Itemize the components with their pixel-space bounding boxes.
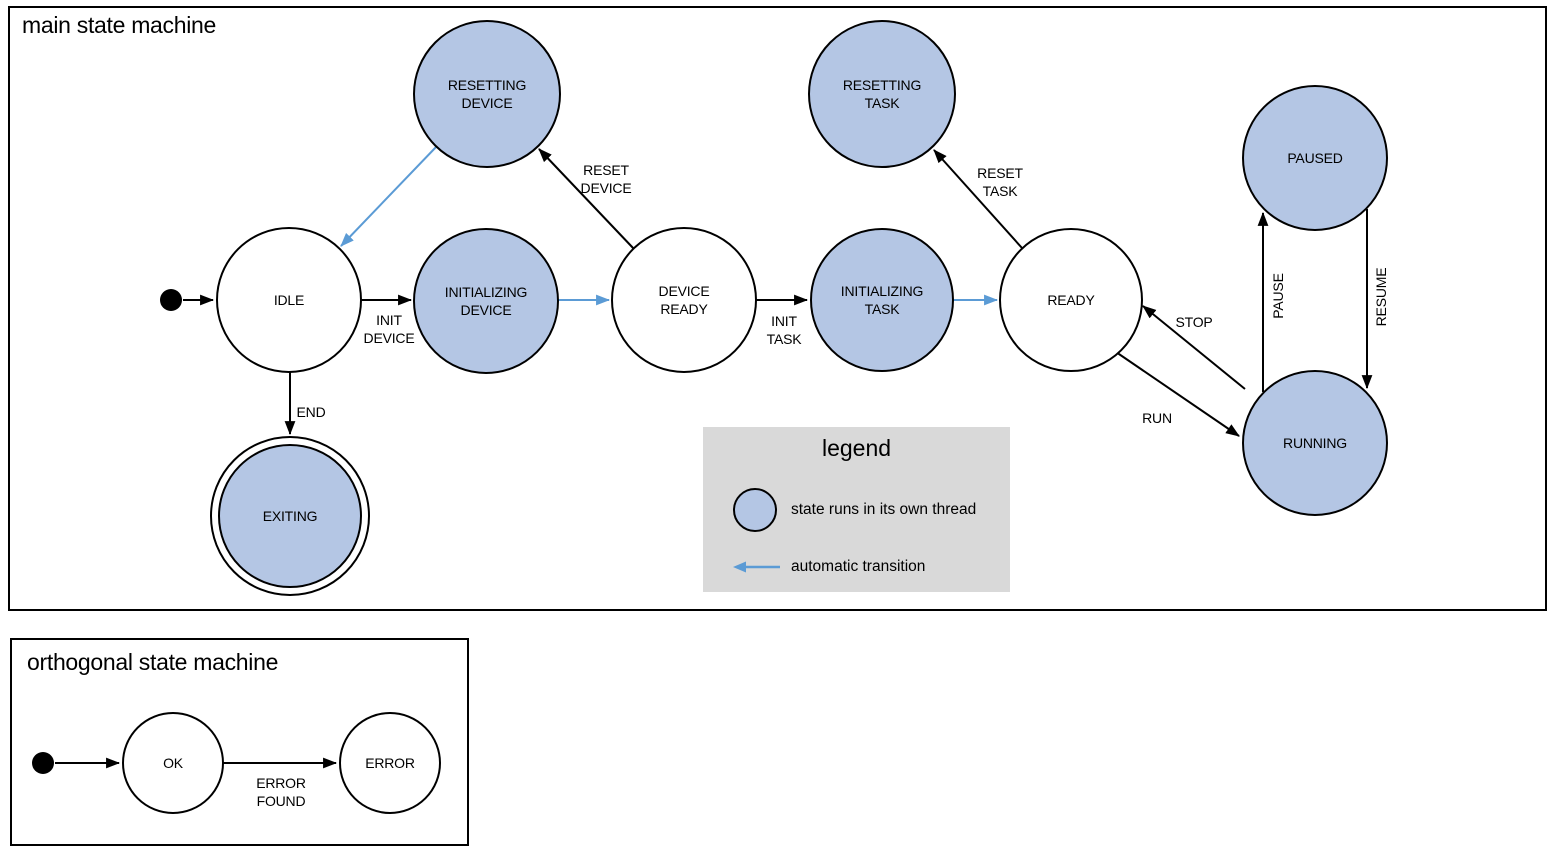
state-paused: PAUSED [1242,85,1388,231]
transition-arrow [1142,305,1246,390]
state-label-idle: IDLE [274,292,304,308]
state-label-error: ERROR [365,755,415,771]
state-label-ok: OK [163,755,184,771]
state-error: ERROR [339,712,441,814]
legend-panel: legend state runs in its own thread auto… [703,427,1010,592]
auto-transition-arrow-icon [733,561,780,573]
state-label-running: RUNNING [1283,435,1347,451]
transition-arrow [933,149,1023,249]
state-circle [339,712,441,814]
state-circle [413,228,559,374]
transition-arrow [1115,351,1240,437]
state-circle [216,227,362,373]
state-circle [810,228,954,372]
threaded-state-icon [733,488,777,532]
transition-pause: PAUSE [1257,211,1286,392]
state-circle [413,20,561,168]
legend-item-auto-transition: automatic transition [791,558,926,575]
transition-label-run: RUN [1142,410,1172,426]
transition-end: END [284,372,326,436]
state-ok: OK [122,712,224,814]
state-circle [1242,85,1388,231]
state-idle: IDLE [216,227,362,373]
transition-label-end: END [297,404,326,420]
state-label-ready: READY [1047,292,1095,308]
state-circle [999,228,1143,372]
legend-item-threaded-state: state runs in its own thread [791,501,977,518]
transition-auto-to-idle [340,145,438,247]
state-circle [122,712,224,814]
orthogonal-state-machine-title: orthogonal state machine [27,649,279,675]
transition-run: RUN [1115,351,1240,437]
main-state-machine-title: main state machine [22,12,217,38]
transition-label-resume: RESUME [1373,268,1389,327]
transition-stop: STOP [1142,305,1246,390]
legend-title: legend [821,435,892,461]
transition-label-stop: STOP [1175,314,1212,330]
orthogonal-initial-state-dot [32,752,54,774]
main-initial-state-dot [160,289,182,311]
state-label-exiting: EXITING [263,508,318,524]
auto-transition-arrow [340,145,438,247]
state-exiting: EXITING [210,436,370,596]
transition-arrow [538,148,635,250]
state-circle [808,20,956,168]
transition-resume: RESUME [1361,209,1389,390]
state-running: RUNNING [1242,370,1388,516]
state-circle [611,227,757,373]
state-ready: READY [999,228,1143,372]
state-circle [218,444,362,588]
state-circle [1242,370,1388,516]
state-label-paused: PAUSED [1287,150,1342,166]
transition-label-pause: PAUSE [1270,273,1286,318]
